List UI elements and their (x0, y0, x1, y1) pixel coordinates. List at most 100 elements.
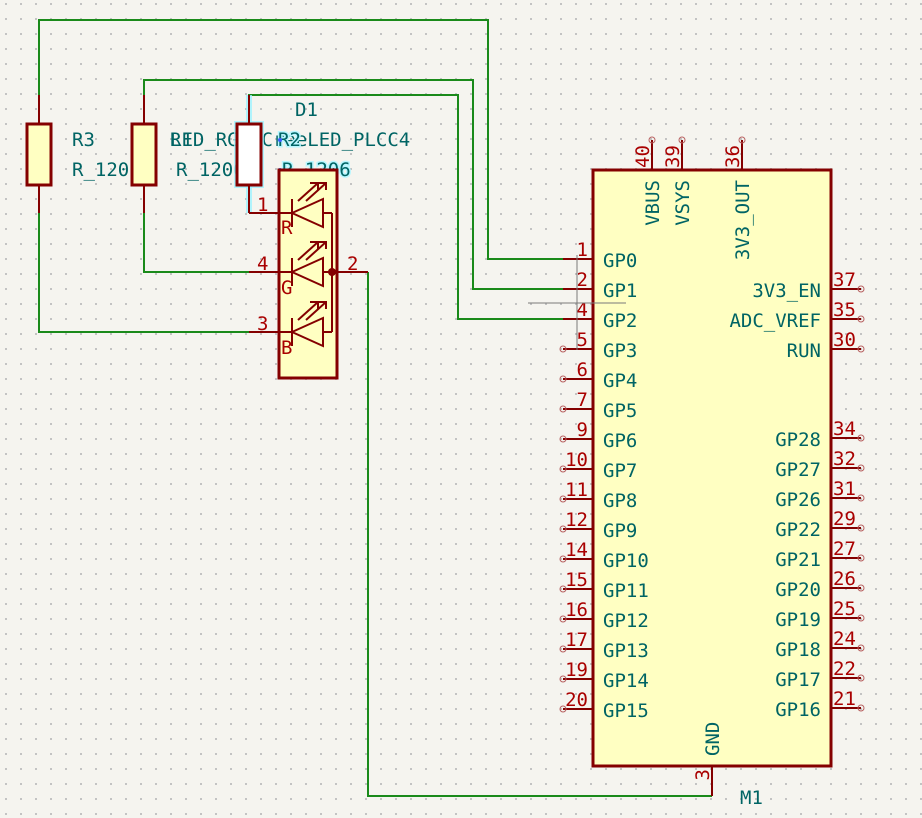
grid-dot (260, 753, 262, 755)
grid-dot (290, 153, 292, 155)
grid-dot (575, 738, 577, 740)
grid-dot (95, 63, 97, 65)
grid-dot (725, 783, 727, 785)
grid-dot (215, 678, 217, 680)
grid-dot (470, 438, 472, 440)
grid-dot (350, 303, 352, 305)
grid-dot (365, 633, 367, 635)
grid-dot (545, 588, 547, 590)
grid-dot (230, 138, 232, 140)
grid-dot (80, 213, 82, 215)
wire-r1-d1-g[interactable] (143, 213, 249, 273)
grid-dot (875, 123, 877, 125)
grid-dot (125, 198, 127, 200)
grid-dot (365, 213, 367, 215)
grid-dot (695, 78, 697, 80)
grid-dot (170, 708, 172, 710)
grid-dot (800, 123, 802, 125)
grid-dot (830, 33, 832, 35)
grid-dot (185, 588, 187, 590)
grid-dot (65, 258, 67, 260)
grid-dot (155, 333, 157, 335)
wire-r3-d1-b[interactable] (38, 213, 249, 333)
grid-dot (35, 48, 37, 50)
grid-dot (170, 528, 172, 530)
grid-dot (305, 468, 307, 470)
grid-dot (125, 348, 127, 350)
grid-dot (575, 603, 577, 605)
grid-dot (515, 738, 517, 740)
wire-r3-gp0[interactable] (38, 19, 563, 260)
grid-dot (95, 783, 97, 785)
grid-dot (110, 363, 112, 365)
grid-dot (785, 798, 787, 800)
wire-d1-gnd[interactable] (367, 272, 712, 797)
grid-dot (920, 123, 922, 125)
grid-dot (395, 228, 397, 230)
grid-dot (590, 783, 592, 785)
grid-dot (200, 528, 202, 530)
grid-dot (320, 738, 322, 740)
grid-dot (95, 138, 97, 140)
grid-dot (500, 753, 502, 755)
grid-dot (395, 393, 397, 395)
wire-r1-gp1[interactable] (143, 79, 563, 290)
grid-dot (500, 228, 502, 230)
grid-dot (530, 423, 532, 425)
grid-dot (50, 498, 52, 500)
grid-dot (185, 93, 187, 95)
grid-dot (665, 783, 667, 785)
grid-dot (35, 813, 37, 815)
grid-dot (875, 603, 877, 605)
grid-dot (845, 363, 847, 365)
grid-dot (200, 573, 202, 575)
resistor-r3[interactable]: R3 R_1206 (25, 95, 141, 213)
grid-dot (125, 93, 127, 95)
grid-dot (440, 513, 442, 515)
grid-dot (500, 498, 502, 500)
grid-dot (860, 258, 862, 260)
grid-dot (110, 438, 112, 440)
grid-dot (395, 678, 397, 680)
grid-dot (500, 468, 502, 470)
grid-dot (5, 588, 7, 590)
grid-dot (890, 333, 892, 335)
led-rgb-d1[interactable]: D1 1 4 3 2 R G B (249, 99, 368, 380)
resistor-r1[interactable]: R1 R_1206 (130, 95, 245, 213)
